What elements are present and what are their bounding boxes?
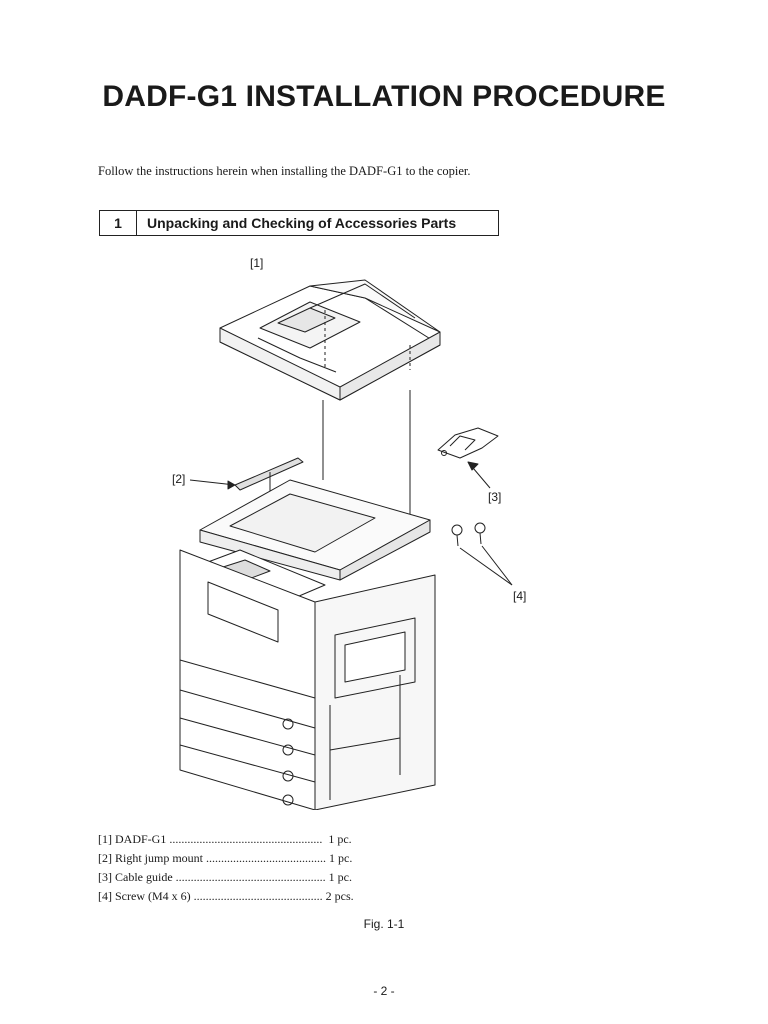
screws-drawing xyxy=(451,522,486,547)
figure-caption: Fig. 1-1 xyxy=(363,917,405,931)
callout-3: [3] xyxy=(488,490,502,504)
dadf-unit-drawing xyxy=(219,279,441,401)
parts-list: [1] DADF-G1 ............................… xyxy=(98,830,354,906)
cable-guide-drawing xyxy=(437,427,499,459)
callout-4: [4] xyxy=(513,589,527,603)
parts-list-item: [1] DADF-G1 ............................… xyxy=(98,832,352,846)
section-number: 1 xyxy=(100,211,137,235)
parts-list-item: [3] Cable guide ........................… xyxy=(98,870,352,884)
page-title: DADF-G1 INSTALLATION PROCEDURE xyxy=(102,80,666,113)
callout-1: [1] xyxy=(250,256,264,270)
callout-2: [2] xyxy=(172,472,186,486)
section-title: Unpacking and Checking of Accessories Pa… xyxy=(147,215,457,231)
section-header: 1 Unpacking and Checking of Accessories … xyxy=(99,210,499,236)
page-number: - 2 - xyxy=(373,984,395,998)
parts-list-item: [2] Right jump mount ...................… xyxy=(98,851,353,865)
installation-illustration xyxy=(179,279,513,810)
copier-drawing xyxy=(179,479,436,810)
parts-list-item: [4] Screw (M4 x 6) .....................… xyxy=(98,889,354,903)
intro-text: Follow the instructions herein when inst… xyxy=(98,164,471,178)
